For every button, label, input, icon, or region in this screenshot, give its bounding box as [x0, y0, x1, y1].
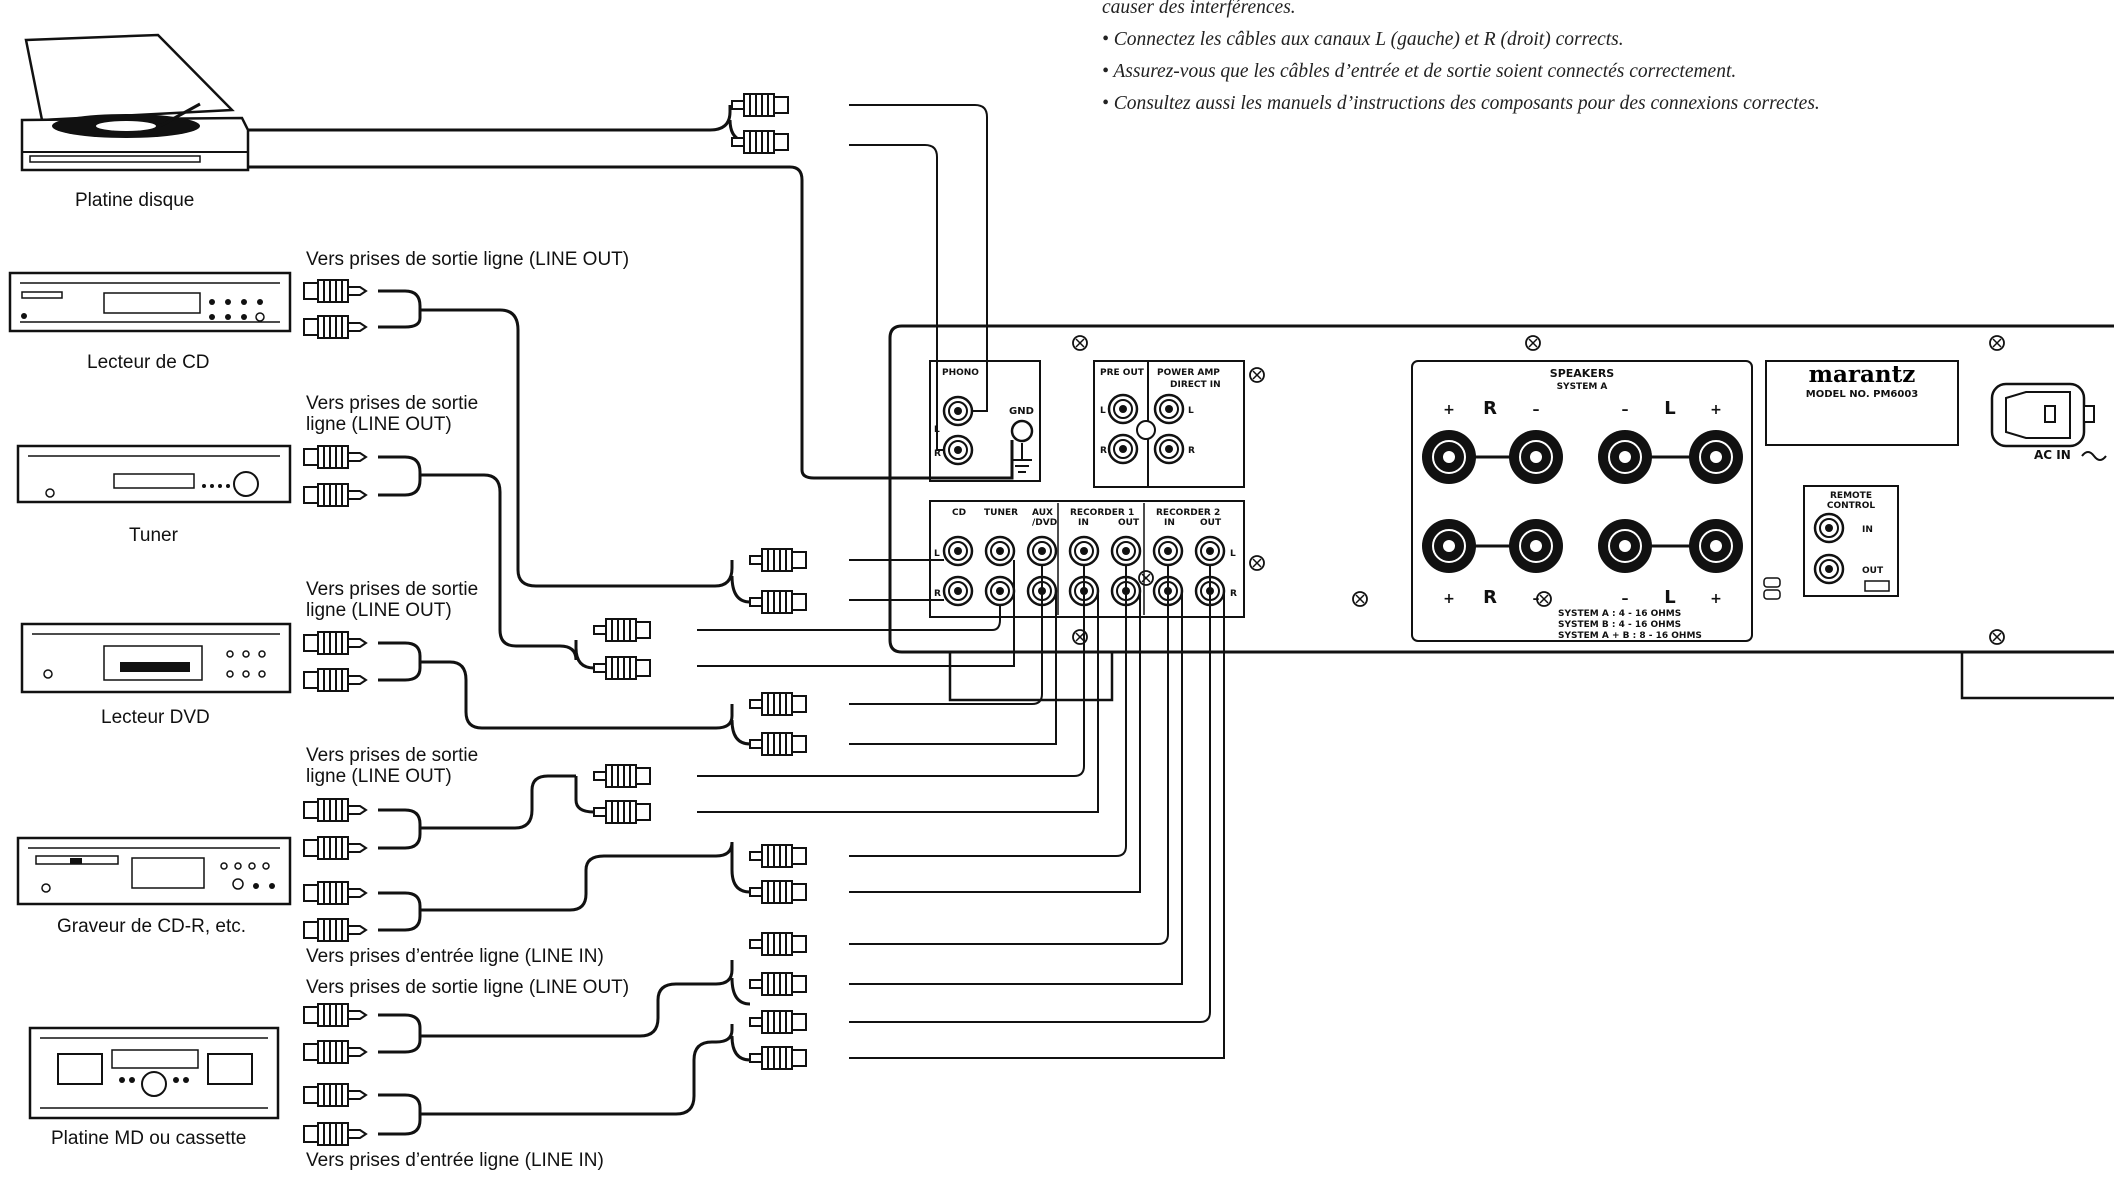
svg-text:IN: IN	[1164, 518, 1175, 528]
cassette-deck-label: Platine MD ou cassette	[51, 1128, 247, 1149]
tuner-input-label: TUNER	[984, 508, 1018, 518]
cdr-line-in-label: Vers prises d’entrée ligne (LINE IN)	[306, 946, 604, 967]
remote-out-jack[interactable]	[1813, 553, 1845, 585]
svg-text:+: +	[1443, 402, 1455, 418]
turntable-icon	[20, 33, 250, 172]
phono-block: PHONO GND L R	[929, 360, 1041, 482]
power-amp-label: POWER AMP	[1157, 368, 1220, 378]
speakers-block: SPEAKERS SYSTEM A + R – – L + + R – – L …	[1411, 360, 1753, 642]
impedance-line-2: SYSTEM B : 4 - 16 OHMS	[1558, 620, 1681, 630]
svg-text:+: +	[1710, 591, 1722, 607]
tuner-line-out-label: Vers prises de sortie ligne (LINE OUT)	[306, 393, 479, 435]
cd-player-label: Lecteur de CD	[87, 352, 210, 373]
svg-text:R: R	[934, 589, 941, 599]
cd-input-label: CD	[952, 508, 966, 518]
svg-text:CONTROL: CONTROL	[1827, 501, 1876, 511]
svg-text:OUT: OUT	[1862, 566, 1884, 576]
gnd-terminal[interactable]	[1010, 419, 1034, 443]
ac-in-label: AC IN	[2034, 448, 2071, 462]
impedance-line-3: SYSTEM A + B : 8 - 16 OHMS	[1558, 631, 1702, 641]
svg-text:L: L	[1188, 406, 1194, 416]
cdr-line-out-label: Vers prises de sortie ligne (LINE OUT)	[306, 745, 479, 787]
recorder2-label: RECORDER 2	[1156, 508, 1220, 518]
tuner-icon	[16, 444, 292, 504]
svg-text:L: L	[1100, 406, 1106, 416]
phono-jack-r[interactable]	[942, 434, 974, 466]
svg-text:L: L	[1664, 398, 1675, 419]
svg-text:–: –	[1533, 591, 1540, 607]
svg-text:R: R	[1483, 398, 1497, 419]
svg-text:L: L	[1230, 549, 1236, 559]
svg-text:+: +	[1443, 591, 1455, 607]
impedance-line-1: SYSTEM A : 4 - 16 OHMS	[1558, 609, 1681, 619]
cd-recorder-label: Graveur de CD-R, etc.	[57, 916, 246, 937]
note-line: • Assurez-vous que les câbles d’entrée e…	[1102, 61, 1737, 82]
md-line-out-label: Vers prises de sortie ligne (LINE OUT)	[306, 977, 630, 998]
dvd-player-label: Lecteur DVD	[101, 707, 210, 728]
svg-text:R: R	[1188, 446, 1195, 456]
md-line-in-label: Vers prises d’entrée ligne (LINE IN)	[306, 1150, 604, 1171]
pre-out-block: PRE OUT POWER AMP DIRECT IN L R L R	[1093, 360, 1245, 488]
remote-in-jack[interactable]	[1813, 512, 1845, 544]
svg-text:DIRECT IN: DIRECT IN	[1170, 380, 1221, 390]
ac-inlet: AC IN	[1990, 382, 2107, 462]
svg-text:/DVD: /DVD	[1032, 518, 1057, 528]
pre-out-l-jack[interactable]	[1107, 393, 1139, 425]
turntable-label: Platine disque	[75, 190, 195, 211]
note-line: • Connectez les câbles aux canaux L (gau…	[1102, 29, 1624, 50]
svg-text:R: R	[1100, 446, 1107, 456]
recorder1-label: RECORDER 1	[1070, 508, 1134, 518]
svg-text:–: –	[1533, 402, 1540, 418]
model-number: MODEL NO. PM6003	[1806, 389, 1919, 400]
svg-text:OUT: OUT	[1118, 518, 1140, 528]
svg-text:IN: IN	[1078, 518, 1089, 528]
brand-logo: marantz	[1809, 361, 1916, 388]
svg-text:+: +	[1710, 402, 1722, 418]
svg-text:IN: IN	[1862, 525, 1873, 535]
svg-text:–: –	[1622, 402, 1629, 418]
cd-line-out-label: Vers prises de sortie ligne (LINE OUT)	[306, 249, 630, 270]
svg-text:R: R	[1230, 589, 1237, 599]
pre-out-r-jack[interactable]	[1107, 433, 1139, 465]
speakers-label: SPEAKERS	[1550, 367, 1615, 380]
svg-text:–: –	[1622, 591, 1629, 607]
gnd-label: GND	[1009, 406, 1034, 417]
svg-text:SYSTEM A: SYSTEM A	[1557, 382, 1608, 392]
dvd-player-icon	[20, 622, 292, 694]
ac-wave-icon	[2081, 451, 2107, 461]
note-line: causer des interférences.	[1102, 0, 1296, 18]
pre-out-label: PRE OUT	[1100, 368, 1145, 378]
tuner-label: Tuner	[129, 525, 178, 546]
svg-text:R: R	[934, 449, 941, 459]
ground-icon	[1012, 443, 1032, 473]
svg-text:R: R	[1483, 587, 1497, 608]
svg-text:L: L	[934, 549, 940, 559]
cassette-deck-icon	[28, 1026, 280, 1120]
remote-control-block: REMOTE CONTROL IN OUT	[1763, 485, 1899, 600]
cd-recorder-icon	[16, 836, 292, 906]
svg-text:L: L	[1664, 587, 1675, 608]
phono-label: PHONO	[942, 368, 979, 378]
amplifier-rear-panel: PHONO GND L R PRE OUT POWER AMP DIRECT I…	[888, 324, 2114, 702]
aux-input-label: AUX	[1032, 508, 1053, 518]
instructions-notes: causer des interférences. • Connectez le…	[1102, 0, 1820, 120]
phono-jack-l[interactable]	[942, 395, 974, 427]
svg-text:REMOTE: REMOTE	[1830, 491, 1872, 501]
line-inputs-block: CD TUNER AUX /DVD RECORDER 1 IN OUT RECO…	[929, 500, 1245, 618]
dvd-line-out-label: Vers prises de sortie ligne (LINE OUT)	[306, 579, 479, 621]
direct-in-l-jack[interactable]	[1153, 393, 1185, 425]
svg-text:OUT: OUT	[1200, 518, 1222, 528]
cd-player-icon	[8, 271, 292, 333]
brand-plate: marantz MODEL NO. PM6003	[1765, 360, 1959, 446]
note-line: • Consultez aussi les manuels d’instruct…	[1102, 93, 1820, 114]
direct-in-r-jack[interactable]	[1153, 433, 1185, 465]
